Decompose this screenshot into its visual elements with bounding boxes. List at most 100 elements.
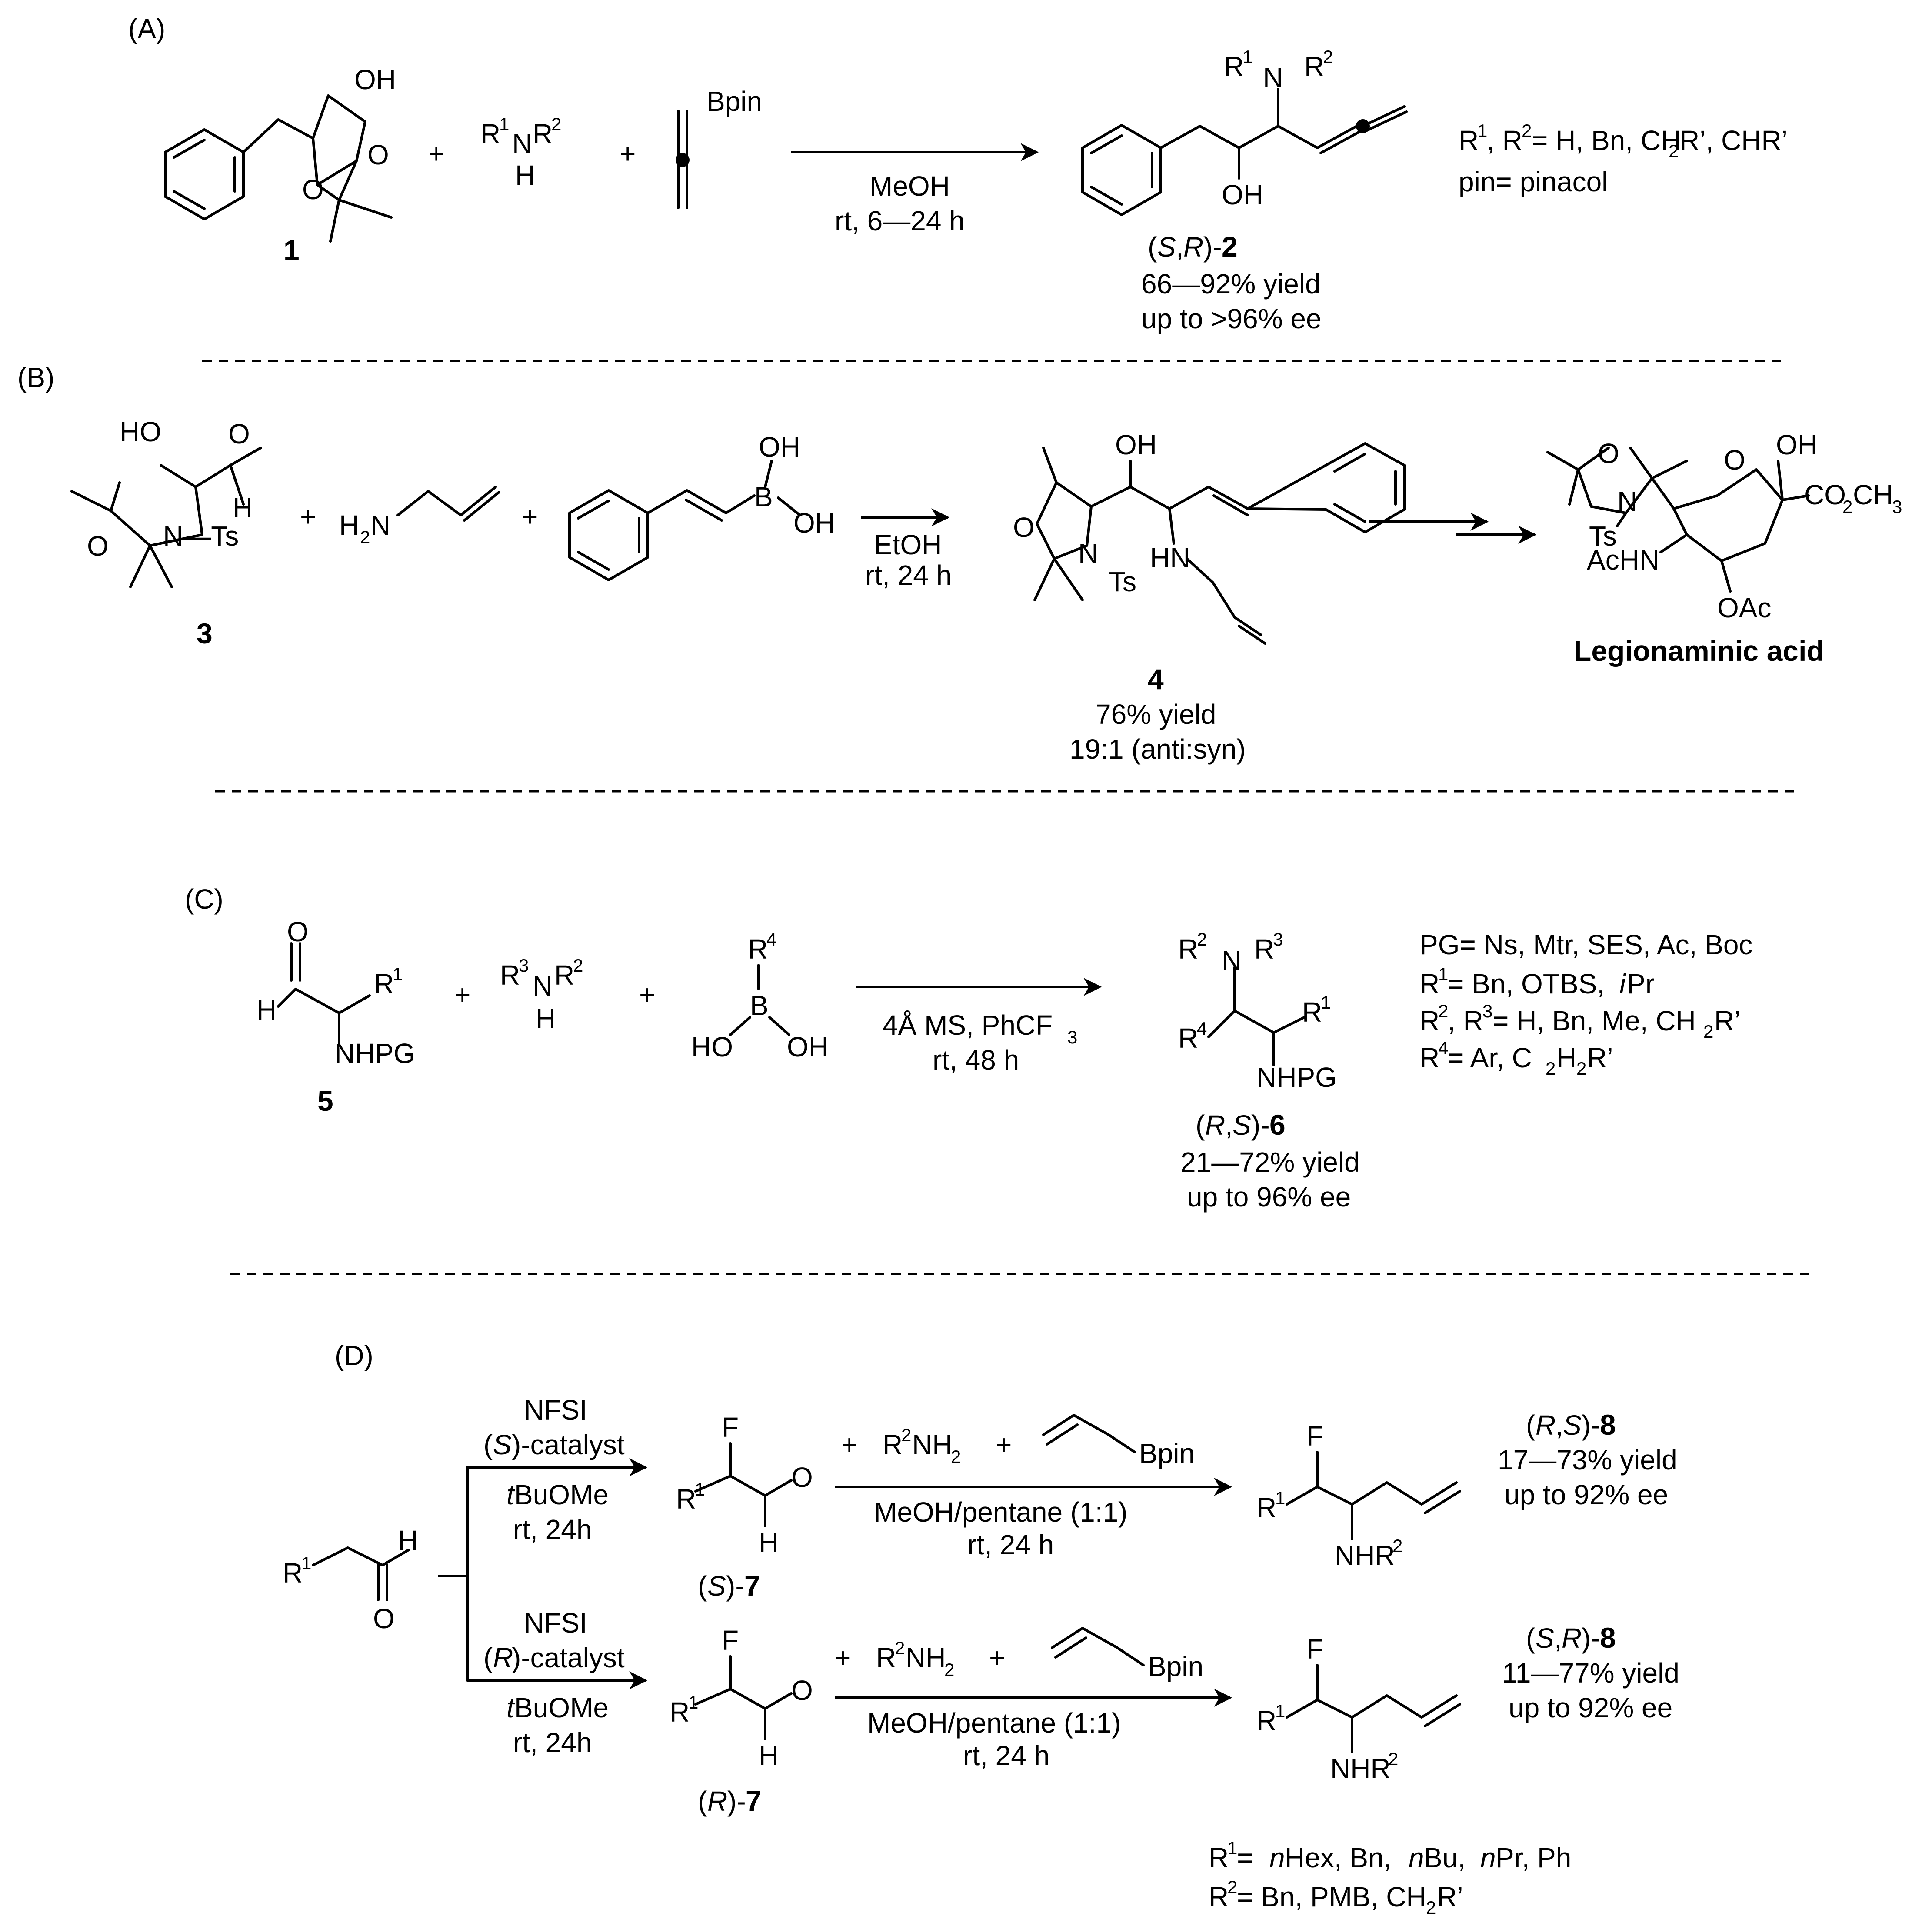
svg-text:R: R — [554, 960, 574, 991]
amine-r3-r2: R 3 N R 2 H — [500, 955, 583, 1034]
svg-text:2: 2 — [1669, 141, 1679, 161]
note-d-1: R 1 = n Hex, Bn, n Bu, n Pr, Ph — [1209, 1838, 1571, 1873]
svg-text:2: 2 — [1703, 1021, 1713, 1042]
up-cond-3: t BuOMe — [506, 1479, 609, 1510]
svg-text:S: S — [1536, 1623, 1554, 1654]
svg-text:, R: , R — [1487, 125, 1522, 156]
svg-text:6: 6 — [1269, 1109, 1286, 1141]
cmpd1-oh: OH — [354, 64, 396, 95]
lo-plus-2: + — [989, 1642, 1005, 1673]
plus-b-2: + — [522, 501, 538, 532]
la-ts: Ts — [1589, 520, 1617, 552]
cmpd4-yield: 76% yield — [1096, 699, 1216, 730]
svg-text:R: R — [1536, 1410, 1556, 1441]
svg-text:)-: )- — [1582, 1623, 1600, 1654]
svg-text:S: S — [1563, 1410, 1582, 1441]
svg-text:4: 4 — [766, 929, 776, 950]
la-oac: OAc — [1717, 592, 1771, 623]
up-cond-4: rt, 24h — [513, 1514, 592, 1545]
lo-cond-6: rt, 24 h — [963, 1740, 1049, 1771]
svg-text:= Bn, PMB, CH: = Bn, PMB, CH — [1237, 1881, 1426, 1913]
sm-r1: R — [283, 1557, 303, 1589]
cmpd5-r1-sup: 1 — [393, 964, 403, 984]
lo-product-8-structure — [1286, 1664, 1461, 1753]
svg-text:HO: HO — [691, 1031, 733, 1063]
up-p-r1-sup: 1 — [1275, 1488, 1285, 1508]
svg-text:NH: NH — [906, 1642, 946, 1673]
s7-h: H — [759, 1527, 779, 1558]
cmpd4-o: O — [1013, 512, 1035, 543]
product-6-structure — [1207, 966, 1306, 1066]
svg-text:,: , — [1225, 1110, 1233, 1141]
lo-cond-3: t BuOMe — [506, 1692, 609, 1723]
svg-text:Pr, Ph: Pr, Ph — [1496, 1842, 1571, 1873]
amine-r1-r2: R 1 N R 2 H — [480, 114, 561, 191]
legionaminic-acid-label: Legionaminic acid — [1574, 635, 1824, 667]
prod6-r4-sup: 4 — [1197, 1018, 1207, 1039]
svg-text:R’: R’ — [1587, 1042, 1613, 1073]
r7-o: O — [791, 1675, 813, 1706]
svg-text:R: R — [1419, 1005, 1439, 1036]
svg-text:,: , — [1176, 231, 1184, 263]
sm-o: O — [373, 1603, 395, 1634]
cmpd1-o-ring-2: O — [302, 174, 324, 205]
lo-bpin: Bpin — [1148, 1651, 1203, 1682]
section-d: (D) R 1 H O NFSI ( S )-catalyst t BuOMe … — [283, 1340, 1679, 1918]
svg-text:)-catalyst: )-catalyst — [512, 1429, 625, 1460]
r7-f: F — [722, 1625, 739, 1656]
svg-text:)-: )- — [1251, 1110, 1270, 1141]
svg-text:H: H — [1556, 1042, 1576, 1073]
prod6-r1: R — [1302, 996, 1322, 1028]
svg-text:2: 2 — [1227, 1877, 1237, 1897]
up-cond-6: rt, 24 h — [967, 1529, 1054, 1560]
svg-text:3: 3 — [1892, 496, 1902, 517]
prod6-r2: R — [1178, 933, 1198, 965]
lo-p-r1: R — [1256, 1705, 1276, 1736]
plus-c-1: + — [454, 979, 470, 1010]
cmpd3-ho: HO — [120, 416, 161, 447]
lo-p-nhr: NHR — [1330, 1753, 1391, 1784]
prod6-label: ( R , S )- 6 — [1196, 1109, 1286, 1141]
compound-1-label: 1 — [283, 234, 300, 266]
svg-text:R: R — [1183, 231, 1203, 263]
cmpd5-r1: R — [374, 968, 394, 1000]
svg-text:CO: CO — [1804, 479, 1846, 510]
cond-b-2: rt, 24 h — [865, 560, 952, 591]
compound-3-label: 3 — [197, 617, 213, 650]
up-plus-2: + — [996, 1429, 1012, 1460]
boronic-oh-2: OH — [793, 507, 835, 539]
cmpd3-o-ald: O — [228, 418, 250, 450]
svg-text:3: 3 — [1067, 1027, 1077, 1047]
svg-text:4: 4 — [1438, 1038, 1448, 1058]
svg-text:)-: )- — [1203, 231, 1222, 263]
svg-text:R: R — [748, 933, 768, 965]
svg-text:t: t — [506, 1692, 515, 1723]
svg-text:= Bn, OTBS,: = Bn, OTBS, — [1448, 968, 1605, 1000]
cmpd4-dr: 19:1 (anti:syn) — [1069, 733, 1246, 765]
svg-text:CH: CH — [1853, 479, 1893, 510]
product-2-structure — [1081, 88, 1408, 216]
prod6-n: N — [1222, 945, 1242, 976]
up-cond-5: MeOH/pentane (1:1) — [874, 1496, 1127, 1528]
prod2-r1-sup: 1 — [1242, 47, 1252, 67]
note-d-2: R 2 = Bn, PMB, CH 2 R’ — [1209, 1877, 1463, 1918]
r7-r1-sup: 1 — [688, 1692, 698, 1713]
svg-text:= H, Bn, CH: = H, Bn, CH — [1532, 125, 1681, 156]
svg-text:2: 2 — [573, 955, 583, 976]
section-a-label: (A) — [128, 13, 165, 44]
svg-text:3: 3 — [1482, 1001, 1492, 1021]
svg-text:2: 2 — [1576, 1058, 1586, 1079]
legionaminic-acid-structure — [1546, 447, 1810, 593]
compound-4-label: 4 — [1148, 663, 1164, 695]
svg-text:R: R — [480, 118, 500, 150]
svg-text:,: , — [1556, 1410, 1563, 1441]
compound-4-structure — [1033, 442, 1406, 645]
svg-text:R: R — [533, 118, 553, 150]
sm-h: H — [398, 1525, 418, 1556]
prod6-r4: R — [1178, 1023, 1198, 1054]
svg-text:,: , — [1554, 1623, 1562, 1654]
svg-text:NH: NH — [912, 1429, 952, 1460]
up-product-8-structure — [1286, 1451, 1461, 1540]
svg-text:R: R — [1459, 125, 1479, 156]
svg-text:S: S — [1157, 231, 1176, 263]
